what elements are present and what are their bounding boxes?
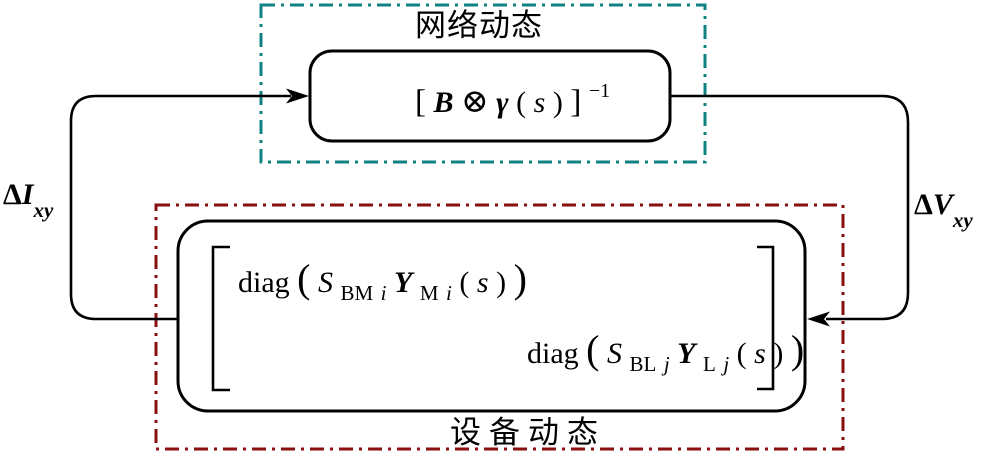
- row1-S: S: [318, 266, 333, 299]
- row1-Y-subscript-index: i: [446, 281, 452, 305]
- row1-rparen: ): [496, 266, 506, 299]
- row2-Y: Y: [677, 337, 698, 370]
- matrix-row2-formula: diag ( S BL j Y L j ( s ) ): [527, 327, 804, 378]
- network-block: [308, 49, 672, 143]
- left-feedback-path: [69, 94, 291, 321]
- row1-S-subscript-index: i: [381, 281, 387, 305]
- formula-lparen: (: [516, 86, 526, 119]
- device-group-label: 设备动态: [450, 415, 606, 450]
- formula-rparen: ): [553, 86, 563, 119]
- row2-Y-subscript-index: j: [720, 352, 729, 376]
- formula-close-bracket: ]: [570, 84, 581, 120]
- row1-Y-subscript: M: [420, 281, 439, 305]
- row2-S-subscript-index: j: [661, 352, 670, 376]
- signal-label-delta-I: ΔIxy: [3, 178, 54, 222]
- row1-S-subscript: BM: [340, 281, 373, 305]
- formula-s: s: [534, 86, 546, 119]
- delta-V-delta: Δ: [914, 188, 933, 221]
- right-feedback-path: [670, 94, 910, 321]
- device-block: [176, 219, 807, 413]
- row2-lparen: (: [737, 337, 747, 370]
- otimes-icon: ⊗: [461, 84, 489, 120]
- delta-I-subscript: xy: [33, 198, 55, 222]
- row2-diag: diag: [527, 337, 579, 370]
- delta-V-subscript: xy: [952, 208, 974, 232]
- matrix-right-bracket: [757, 245, 775, 391]
- matrix-row1-formula: diag ( S BM i Y M i ( s ) ): [238, 256, 527, 307]
- formula-open-bracket: [: [415, 84, 426, 120]
- network-group-outline: [259, 3, 707, 164]
- row2-big-lparen: (: [586, 327, 599, 372]
- row1-s: s: [477, 266, 489, 299]
- row2-big-rparen: ): [791, 327, 804, 372]
- formula-B: B: [433, 86, 454, 119]
- formula-gamma: γ: [496, 86, 509, 119]
- network-block-formula: [ B ⊗ γ ( s ) ] −1: [415, 80, 610, 120]
- row2-S: S: [607, 337, 622, 370]
- row1-big-rparen: ): [514, 256, 527, 301]
- arrow-left-icon: [807, 311, 830, 327]
- network-group-label: 网络动态: [415, 8, 543, 43]
- row2-S-subscript: BL: [629, 352, 656, 376]
- signal-label-delta-V: ΔVxy: [914, 188, 973, 232]
- row1-Y: Y: [394, 266, 415, 299]
- row2-rparen: ): [773, 337, 783, 370]
- matrix-left-bracket: [211, 245, 230, 392]
- row1-diag: diag: [238, 266, 290, 299]
- delta-V-var: V: [933, 188, 956, 221]
- row1-lparen: (: [459, 266, 469, 299]
- arrow-right-icon: [286, 88, 309, 104]
- row2-Y-subscript: L: [703, 352, 716, 376]
- delta-I-delta: Δ: [3, 178, 22, 211]
- row2-s: s: [754, 337, 766, 370]
- delta-I-var: I: [21, 178, 35, 211]
- formula-exponent: −1: [589, 80, 610, 102]
- row1-big-lparen: (: [297, 256, 310, 301]
- device-group-outline: [154, 203, 845, 451]
